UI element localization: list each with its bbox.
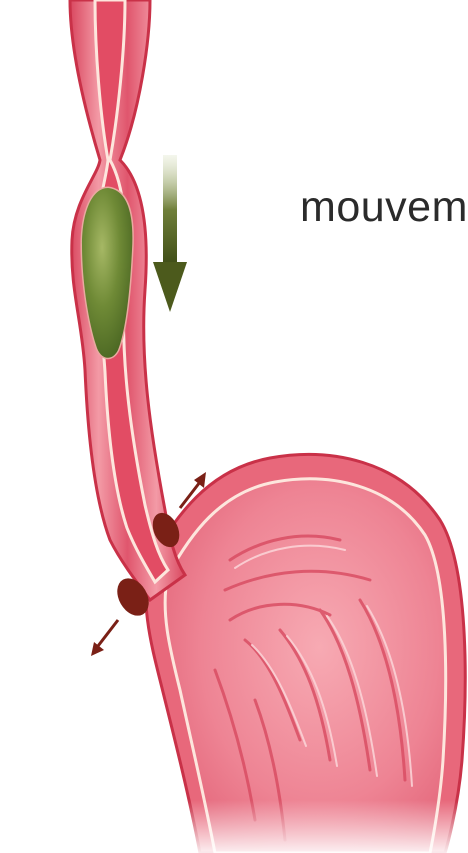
sphincter-arrow-lower <box>91 620 118 656</box>
caption-text: mouvem <box>300 183 468 232</box>
bottom-fade <box>140 800 468 853</box>
peristalsis-arrow <box>153 155 187 312</box>
